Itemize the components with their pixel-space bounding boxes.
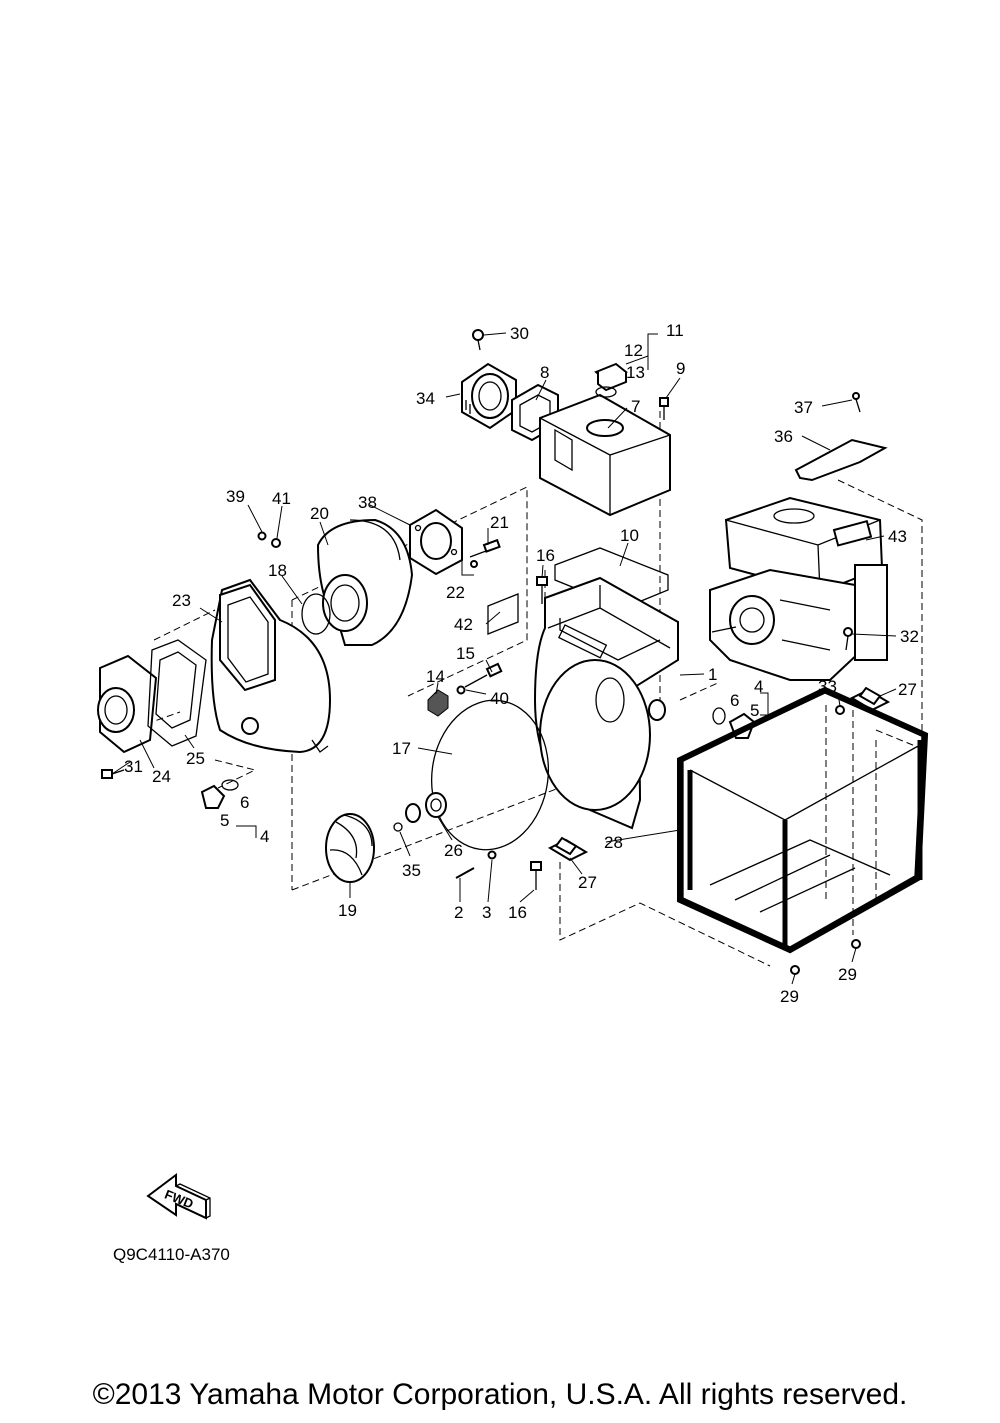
part-36-bracket	[794, 438, 888, 482]
part-3-washer	[487, 850, 497, 860]
part-30-bolt	[472, 329, 484, 351]
part-24-outlet-flange	[97, 654, 158, 754]
callout-9: 9	[676, 359, 685, 378]
callout-41: 41	[272, 489, 291, 508]
callout-16-lower: 16	[508, 903, 527, 922]
callout-25: 25	[186, 749, 205, 768]
part-13-o-ring	[595, 386, 617, 398]
callout-27-lower: 27	[578, 873, 597, 892]
part-40-washer	[456, 685, 466, 695]
part-42-label	[487, 593, 519, 635]
callout-24: 24	[152, 767, 171, 786]
part-6-o-ring-right	[712, 707, 726, 725]
callout-numbers: 30 11 8 12 13 9 34 7 37 36 39 41 20 38 2…	[124, 321, 919, 1006]
part-12-cap	[594, 362, 628, 392]
callout-28: 28	[604, 833, 623, 852]
part-34-flange	[461, 362, 517, 430]
part-23-front-casing	[210, 578, 332, 754]
callout-27-upper: 27	[898, 680, 917, 699]
callout-12: 12	[624, 341, 643, 360]
part-18-o-ring	[301, 593, 331, 635]
part-20-volute-casing	[316, 518, 414, 646]
callout-43: 43	[888, 527, 907, 546]
callout-5-right: 5	[750, 701, 759, 720]
callout-7: 7	[631, 397, 640, 416]
callout-29-a: 29	[780, 987, 799, 1006]
diagram-code: Q9C4110-A370	[113, 1245, 230, 1264]
part-10-gasket	[554, 547, 669, 609]
part-43-engine	[709, 496, 888, 681]
part-6-o-ring-left	[221, 779, 239, 791]
callout-31: 31	[124, 757, 143, 776]
part-29-nut-b	[851, 939, 861, 949]
part-35-washer	[393, 822, 403, 832]
callout-18: 18	[268, 561, 287, 580]
part-1-pump-body	[533, 576, 679, 830]
part-15-bolt	[464, 662, 503, 688]
part-38-flange	[409, 508, 463, 576]
callout-34: 34	[416, 389, 435, 408]
callout-21: 21	[490, 513, 509, 532]
callout-11: 11	[666, 321, 684, 340]
part-19-impeller	[325, 813, 375, 883]
callout-30: 30	[510, 324, 529, 343]
callout-33: 33	[818, 677, 837, 696]
callout-37: 37	[794, 398, 813, 417]
callout-10: 10	[620, 526, 639, 545]
callout-1: 1	[708, 665, 717, 684]
callout-38: 38	[358, 493, 377, 512]
part-32-bolt	[843, 627, 853, 651]
callout-35: 35	[402, 861, 421, 880]
callout-6-right: 6	[730, 691, 739, 710]
callout-2: 2	[454, 903, 463, 922]
part-14-drain-plug	[427, 689, 449, 717]
part-41-washer	[271, 538, 281, 548]
part-27-mount-lower	[547, 836, 589, 862]
callout-42: 42	[454, 615, 473, 634]
callout-22: 22	[446, 583, 465, 602]
part-2-bolt	[455, 867, 475, 879]
part-5-plug-left	[200, 784, 226, 809]
callout-36: 36	[774, 427, 793, 446]
callout-6-left: 6	[240, 793, 249, 812]
callout-20: 20	[310, 504, 329, 523]
callout-15: 15	[456, 644, 475, 663]
part-37-screw	[852, 392, 861, 413]
part-26-mechanical-seal	[405, 792, 447, 823]
callout-17: 17	[392, 739, 411, 758]
callout-32: 32	[900, 627, 919, 646]
part-28-frame	[677, 686, 929, 954]
part-39-screw	[257, 531, 267, 541]
callout-16-upper: 16	[536, 546, 555, 565]
callout-8: 8	[540, 363, 549, 382]
part-16-bolt-lower	[530, 861, 542, 890]
callout-3: 3	[482, 903, 491, 922]
callout-5-left: 5	[220, 811, 229, 830]
part-21-bolt	[469, 538, 501, 558]
callout-29-b: 29	[838, 965, 857, 984]
part-25-gasket	[147, 639, 207, 747]
callout-26: 26	[444, 841, 463, 860]
part-33-nut	[835, 705, 845, 715]
callout-39: 39	[226, 487, 245, 506]
part-31-bolt	[101, 769, 125, 779]
part-22-washer	[470, 560, 478, 568]
callout-19: 19	[338, 901, 357, 920]
part-7-top-housing	[539, 393, 671, 517]
part-29-nut-a	[790, 965, 800, 975]
callout-13: 13	[626, 363, 645, 382]
fwd-arrow-icon: FWD	[146, 1173, 211, 1220]
callout-4-left: 4	[260, 827, 269, 846]
part-9-bolt	[659, 397, 669, 420]
callout-40: 40	[490, 689, 509, 708]
callout-4-right: 4	[754, 677, 763, 696]
callout-14: 14	[426, 667, 445, 686]
part-17-o-ring	[430, 699, 550, 851]
callout-23: 23	[172, 591, 191, 610]
leader-lines	[111, 332, 897, 985]
copyright-notice: ©2013 Yamaha Motor Corporation, U.S.A. A…	[92, 1378, 908, 1411]
